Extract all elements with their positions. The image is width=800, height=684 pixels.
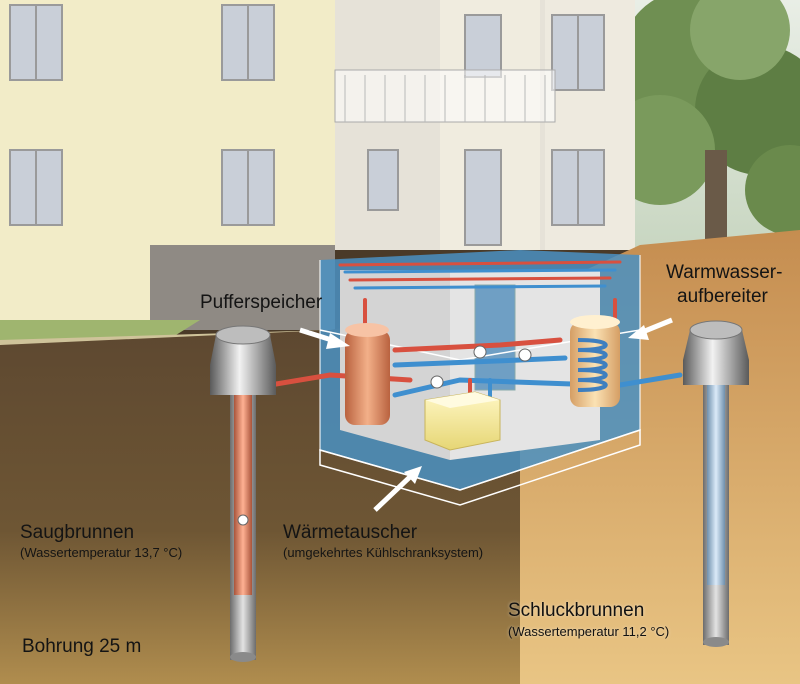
pump-valves <box>430 345 532 389</box>
label-saugbrunnen-note: (Wassertemperatur 13,7 °C) <box>20 545 183 560</box>
callout-arrows <box>299 317 673 512</box>
building-facade <box>0 0 635 330</box>
arrow-pufferspeicher <box>299 327 350 349</box>
label-warmwasser-line2: aufbereiter <box>677 286 768 307</box>
hot-water-tank <box>570 315 620 407</box>
buffer-tank <box>345 323 390 425</box>
label-waermetauscher-note: (umgekehrtes Kühlschranksystem) <box>283 545 484 560</box>
tree-foliage <box>605 0 800 245</box>
pipe-network <box>267 260 683 402</box>
injection-well <box>683 320 749 647</box>
label-waermetauscher: Wärmetauscher <box>283 522 418 543</box>
label-schluckbrunnen: Schluckbrunnen <box>508 600 645 621</box>
label-bohrung: Bohrung 25 m <box>22 636 142 657</box>
label-saugbrunnen: Saugbrunnen <box>20 522 135 543</box>
arrow-waermetauscher <box>373 466 422 512</box>
heat-exchanger-unit <box>424 391 501 451</box>
label-warmwasser-line1: Warmwasser- <box>666 262 783 283</box>
suction-well <box>210 325 276 662</box>
arrow-warmwasser <box>628 317 673 340</box>
label-schluckbrunnen-note: (Wassertemperatur 11,2 °C) <box>508 624 670 639</box>
label-pufferspeicher: Pufferspeicher <box>200 292 323 313</box>
